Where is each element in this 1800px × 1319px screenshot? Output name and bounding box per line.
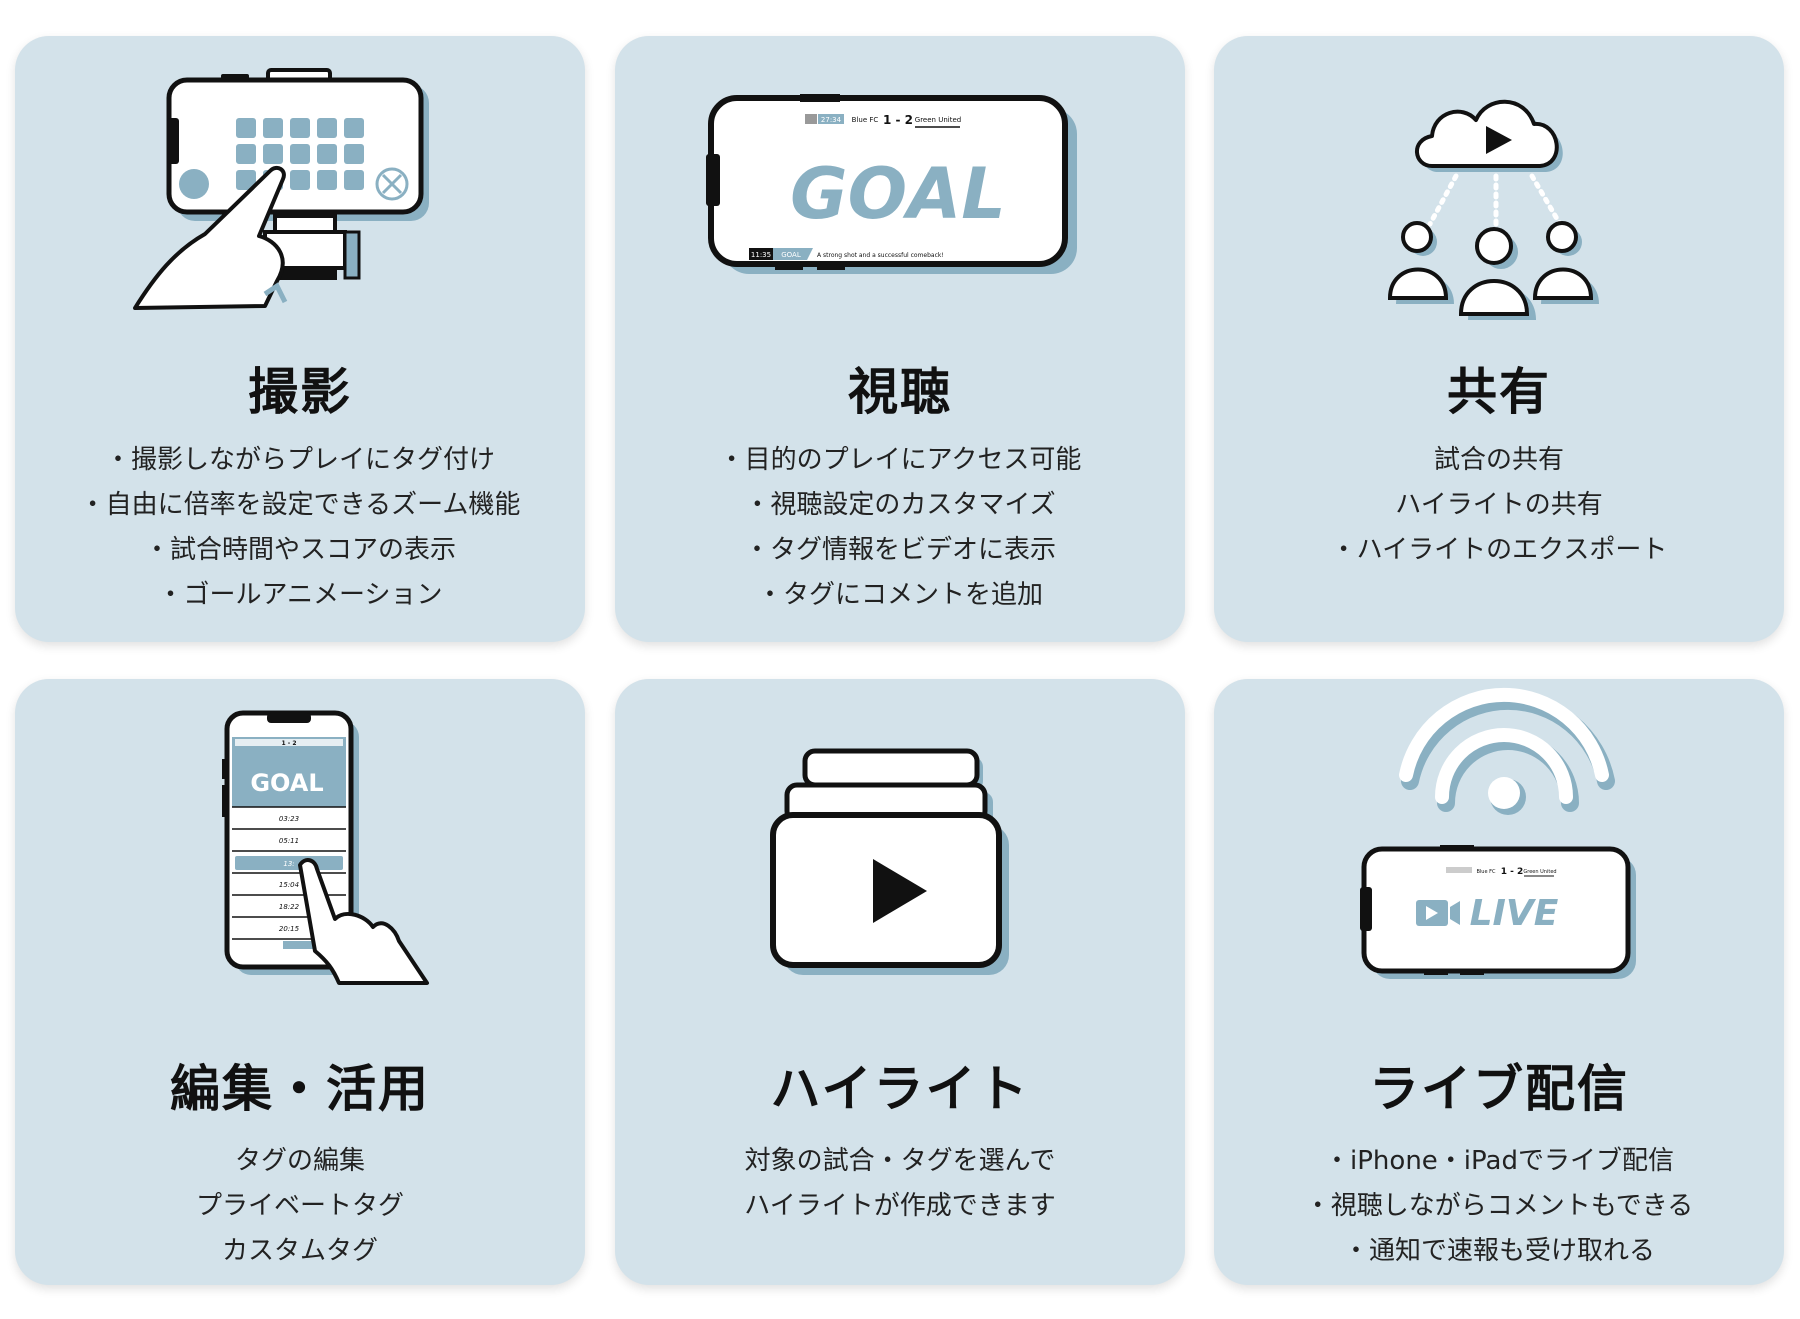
feature-list: ・目的のプレイにアクセス可能 ・視聴設定のカスタマイズ ・タグ情報をビデオに表示… [615, 438, 1185, 618]
tag-time: 15:04 [279, 881, 299, 889]
game-clock: 27:34 [821, 116, 842, 124]
home-team: Blue FC [1476, 869, 1496, 875]
score: 1 - 2 [883, 113, 913, 127]
feature-item: 試合の共有 [1433, 445, 1564, 475]
feature-card-sharing: 共有 試合の共有 ハイライトの共有 ・ハイライトのエクスポート [1214, 36, 1784, 642]
tag-time: 11:35 [751, 251, 771, 259]
feature-card-live: Blue FC 1 - 2 Green United LIVE ライブ配信 ・i… [1214, 679, 1784, 1285]
card-title: 共有 [1447, 363, 1551, 421]
feature-item: タグの編集 [234, 1146, 365, 1176]
feature-item: ・タグ情報をビデオに表示 [743, 535, 1056, 565]
tag-label: GOAL [781, 251, 801, 259]
card-title: ライブ配信 [1369, 1060, 1629, 1118]
tag-time: 03:23 [279, 815, 299, 823]
feature-item: 対象の試合・タグを選んで [744, 1146, 1056, 1176]
goal-thumbnail: GOAL [250, 769, 323, 797]
phone-goal-video-icon: 27:34 Blue FC 1 - 2 Green United GOAL 11… [706, 94, 1077, 274]
feature-card-viewing: 27:34 Blue FC 1 - 2 Green United GOAL 11… [615, 36, 1185, 642]
tag-time: 05:11 [279, 837, 299, 845]
feature-list: タグの編集 プライベートタグ カスタムタグ [15, 1139, 585, 1274]
feature-item: ・視聴設定のカスタマイズ [744, 490, 1056, 520]
feature-item: ・ハイライトのエクスポート [1330, 535, 1668, 565]
feature-item: ・自由に倍率を設定できるズーム機能 [79, 490, 521, 520]
cloud-share-users-icon [1387, 99, 1599, 320]
home-team: Blue FC [852, 116, 879, 124]
stacked-video-play-icon [770, 748, 1009, 975]
feature-card-highlight: ハイライト 対象の試合・タグを選んで ハイライトが作成できます [615, 679, 1185, 1285]
feature-list: ・撮影しながらプレイにタグ付け ・自由に倍率を設定できるズーム機能 ・試合時間や… [15, 438, 585, 618]
tag-time: 20:15 [279, 925, 300, 933]
feature-item: ハイライトの共有 [1395, 490, 1603, 520]
feature-list: 対象の試合・タグを選んで ハイライトが作成できます [615, 1139, 1185, 1229]
feature-item: ・iPhone・iPadでライブ配信 [1324, 1146, 1674, 1176]
live-label: LIVE [1470, 893, 1559, 934]
away-team: Green United [915, 116, 961, 124]
card-title: 撮影 [248, 363, 352, 421]
feature-item: ・撮影しながらプレイにタグ付け [104, 445, 495, 475]
phone-tag-list-icon: 1 - 2 GOAL 03:23 05:11 13: 15:04 18:22 2… [222, 710, 429, 985]
phone-recording-tap-icon [133, 68, 429, 310]
tag-time: 18:22 [279, 903, 300, 911]
feature-item: ・ゴールアニメーション [157, 580, 443, 610]
score: 1 - 2 [281, 740, 296, 747]
feature-item: ・タグにコメントを追加 [756, 580, 1043, 610]
tag-time: 13: [283, 860, 294, 868]
card-title: 視聴 [848, 363, 952, 421]
live-broadcast-icon: Blue FC 1 - 2 Green United LIVE [1360, 687, 1636, 979]
feature-card-editing: 1 - 2 GOAL 03:23 05:11 13: 15:04 18:22 2… [15, 679, 585, 1285]
goal-animation: GOAL [790, 153, 1006, 235]
feature-item: ・目的のプレイにアクセス可能 [718, 445, 1082, 475]
feature-card-recording: 撮影 ・撮影しながらプレイにタグ付け ・自由に倍率を設定できるズーム機能 ・試合… [15, 36, 585, 642]
card-title: ハイライト [770, 1060, 1030, 1118]
feature-item: ハイライトが作成できます [744, 1191, 1056, 1221]
feature-item: ・通知で速報も受け取れる [1342, 1236, 1655, 1266]
feature-item: ・試合時間やスコアの表示 [143, 535, 456, 565]
away-team: Green United [1523, 869, 1556, 875]
tag-comment: A strong shot and a successful comeback! [817, 252, 944, 259]
feature-list: 試合の共有 ハイライトの共有 ・ハイライトのエクスポート [1214, 438, 1784, 573]
feature-item: プライベートタグ [195, 1191, 404, 1221]
feature-item: ・視聴しながらコメントもできる [1304, 1191, 1694, 1221]
feature-list: ・iPhone・iPadでライブ配信 ・視聴しながらコメントもできる ・通知で速… [1214, 1139, 1784, 1274]
feature-item: カスタムタグ [221, 1236, 378, 1266]
score: 1 - 2 [1501, 867, 1524, 877]
card-title: 編集・活用 [170, 1060, 430, 1118]
